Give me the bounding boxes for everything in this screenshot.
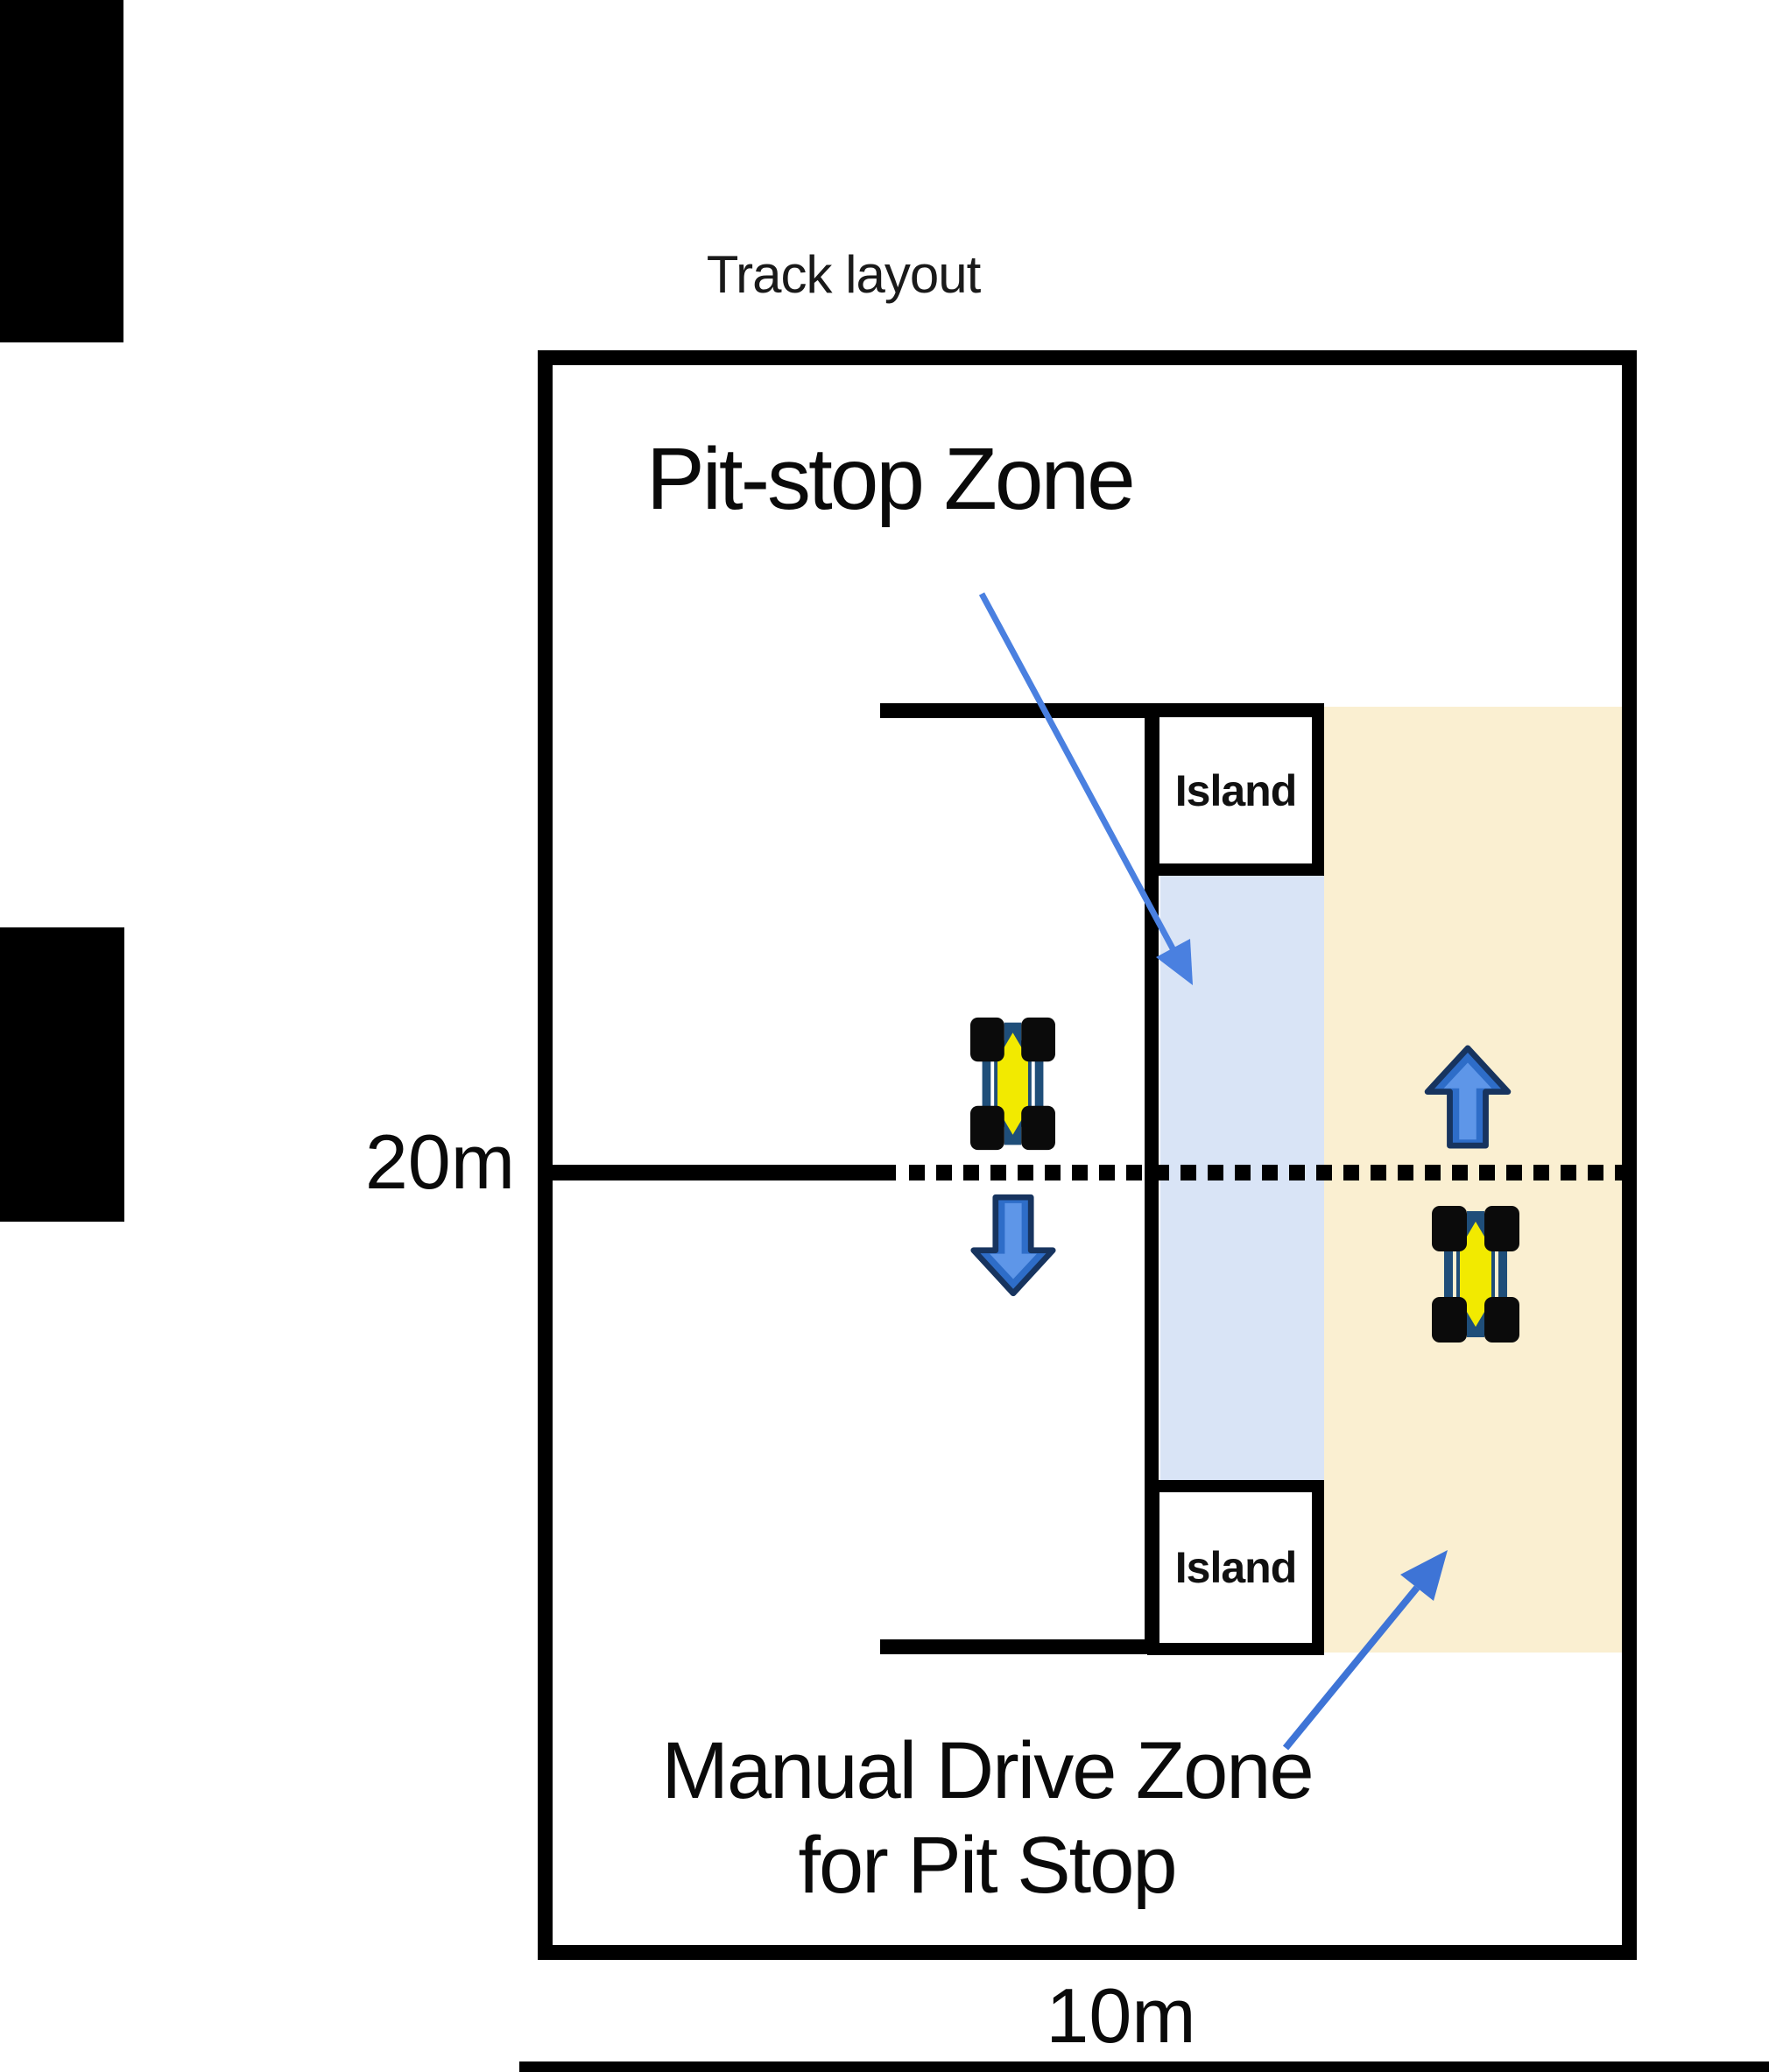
pit-stop-annotation-arrow-icon <box>978 592 1193 985</box>
manual-drive-zone-label-line2: for Pit Stop <box>798 1821 1177 1910</box>
manual-drive-annotation-arrow-icon <box>1282 1550 1448 1751</box>
redacted-block-mid-left <box>0 927 124 1222</box>
down-direction-arrow-icon <box>970 1194 1056 1297</box>
diagram-title: Track layout <box>706 245 982 304</box>
width-dimension-label: 10m <box>1046 1972 1196 2059</box>
manual-drive-zone-label-line1: Manual Drive Zone <box>661 1726 1314 1815</box>
pit-stop-zone-label: Pit-stop Zone <box>646 430 1136 528</box>
bottom-divider-line <box>519 2061 1769 2072</box>
centerline-dotted-segment <box>909 1165 1622 1180</box>
island-top-label: Island <box>1174 765 1297 815</box>
island-bottom-label: Island <box>1174 1543 1297 1592</box>
track-boundary <box>538 350 1637 1960</box>
car-icon-right <box>1432 1206 1519 1343</box>
height-dimension-label: 20m <box>364 1118 515 1205</box>
centerline-solid-segment <box>553 1165 896 1180</box>
island-top-box: Island <box>1147 705 1324 876</box>
manual-drive-zone-label: Manual Drive Zone for Pit Stop <box>637 1723 1337 1913</box>
redacted-block-top-left <box>0 0 123 342</box>
island-bottom-box: Island <box>1147 1480 1324 1655</box>
up-direction-arrow-icon <box>1424 1045 1512 1149</box>
car-icon-left <box>970 1017 1055 1151</box>
